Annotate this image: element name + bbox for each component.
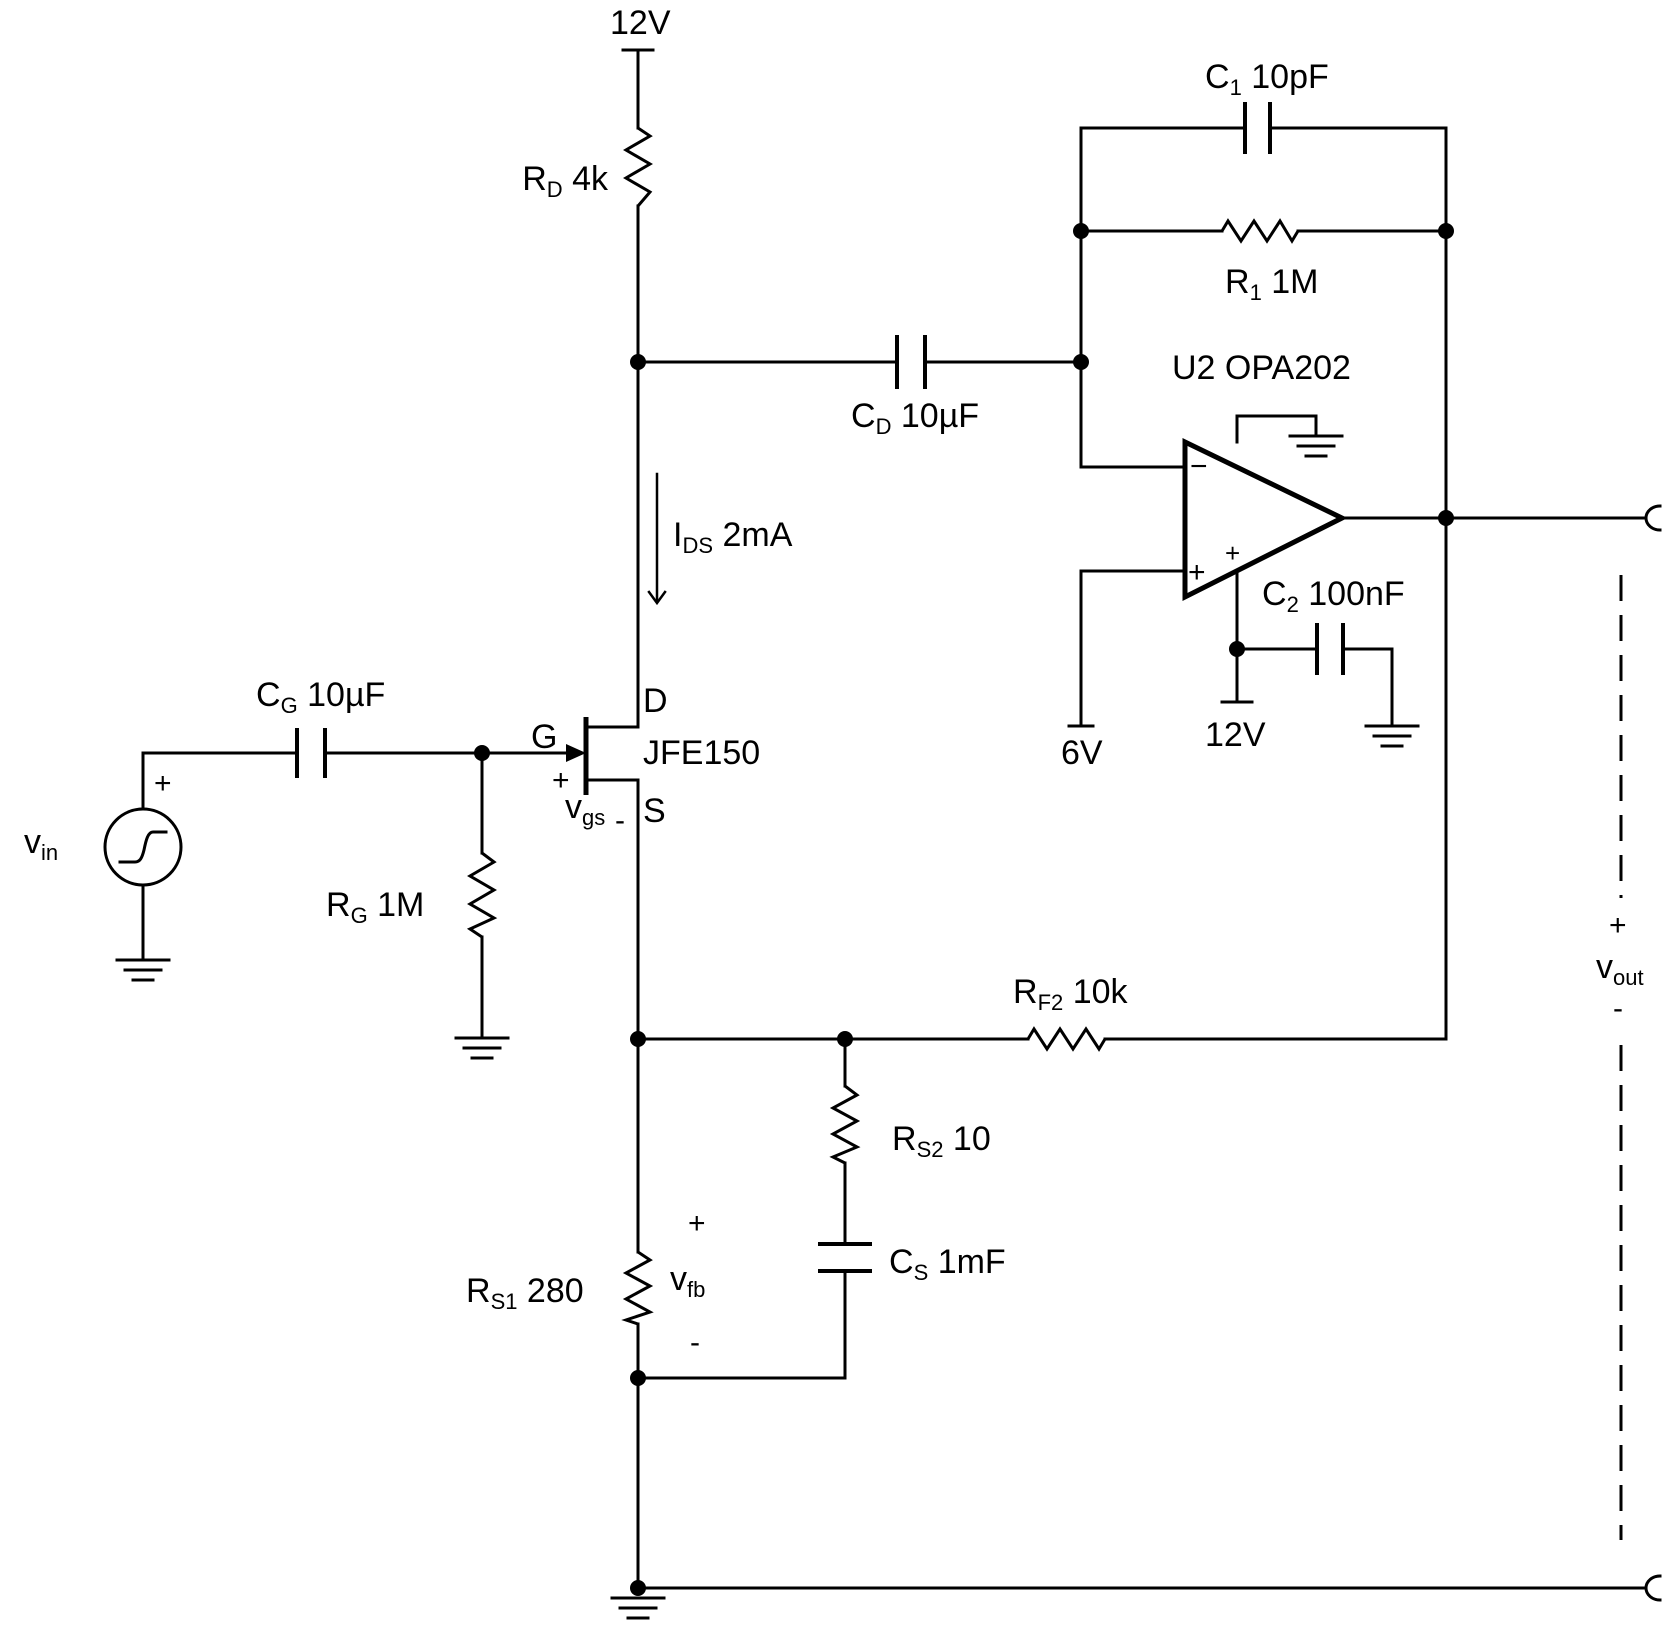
opamp-u2: − + + — [1182, 438, 1348, 602]
ground-symbol-rg — [454, 1036, 510, 1060]
opamp-minus-sign: − — [1190, 450, 1208, 483]
resistor-rd — [623, 126, 653, 207]
junction-c2 — [1229, 641, 1245, 657]
label-vout: vout — [1596, 948, 1644, 990]
junction-rs2 — [837, 1031, 853, 1047]
label-opamp-name: U2 OPA202 — [1172, 349, 1351, 387]
junction-dots — [474, 223, 1454, 1596]
wire-bias-6v — [1079, 569, 1187, 728]
wire-inv-input — [1079, 360, 1187, 469]
opamp-vplus-pin-sign: + — [1225, 538, 1240, 568]
label-cd: CD 10µF — [851, 397, 979, 439]
label-vout-plus: + — [1609, 909, 1627, 942]
resistor-rs2 — [829, 1084, 861, 1165]
label-c2: C2 100nF — [1262, 575, 1405, 617]
label-jfet-gate: G — [531, 718, 557, 756]
wire-drain-node-to-jfet — [588, 360, 640, 729]
label-vgs-plus: + — [552, 764, 570, 797]
label-jfet-source: S — [643, 792, 666, 830]
label-rf2: RF2 10k — [1013, 973, 1129, 1015]
current-arrow-ids — [647, 472, 667, 606]
output-terminal-bottom — [1644, 1574, 1662, 1602]
wires — [141, 48, 1647, 1592]
junction-inv-input — [1073, 354, 1089, 370]
resistor-rs1 — [621, 1250, 654, 1326]
wire-jfet-source — [588, 778, 640, 1254]
opamp-triangle — [1182, 438, 1348, 602]
label-rs2: RS2 10 — [892, 1120, 991, 1162]
junction-r1-left — [1073, 223, 1089, 239]
capacitor-cd — [895, 335, 927, 389]
label-vfb-minus: - — [690, 1326, 700, 1359]
jfet-gate-arrow — [566, 744, 586, 762]
wire-vminus-to-gnd — [1235, 414, 1318, 444]
junction-gate — [474, 745, 490, 761]
label-c1: C1 10pF — [1205, 58, 1329, 100]
label-cg: CG 10µF — [256, 676, 385, 718]
wire-vin-to-cg — [141, 751, 299, 814]
label-rg: RG 1M — [326, 886, 424, 928]
jfet-jfe150 — [566, 717, 589, 795]
label-vin-plus: + — [154, 767, 172, 800]
ground-symbol-opamp-vminus — [1288, 434, 1344, 458]
resistor-rf2 — [1026, 1026, 1107, 1052]
capacitor-c2 — [1315, 623, 1345, 675]
label-vgs: vgs — [565, 788, 605, 830]
label-vfb: vfb — [670, 1260, 705, 1302]
opamp-plus-sign: + — [1188, 556, 1206, 589]
wire-c1-to-output — [1268, 126, 1448, 520]
resistor-rg — [466, 851, 498, 939]
ground-symbol-c2 — [1364, 724, 1420, 748]
junction-source — [630, 1031, 646, 1047]
wire-c2-right — [1341, 647, 1394, 728]
junction-ground — [630, 1580, 646, 1596]
label-vfb-plus: + — [688, 1207, 706, 1240]
wire-output-to-rf2 — [1103, 516, 1448, 1041]
ground-symbol-bottom — [610, 1596, 666, 1620]
capacitor-cs — [818, 1242, 872, 1273]
label-cs: CS 1mF — [889, 1243, 1006, 1285]
output-terminal-top — [1644, 504, 1662, 532]
ground-symbol-vin — [115, 958, 171, 982]
capacitor-c1 — [1243, 102, 1272, 154]
wire-inv-node-to-c1 — [1079, 126, 1247, 364]
label-12v-opamp: 12V — [1205, 716, 1266, 754]
capacitor-cg — [295, 728, 327, 778]
label-vin: vin — [24, 823, 58, 865]
label-ids: IDS 2mA — [673, 516, 793, 558]
junction-r1-right — [1438, 223, 1454, 239]
supply-label-12v-top: 12V — [610, 4, 671, 42]
label-vgs-minus: - — [615, 804, 625, 837]
label-jfet-name: JFE150 — [643, 734, 760, 772]
wire-cs-to-bottom — [636, 1269, 847, 1380]
label-rs1: RS1 280 — [466, 1272, 584, 1314]
signal-source-vin — [103, 807, 183, 887]
label-r1: R1 1M — [1225, 263, 1319, 305]
label-jfet-drain: D — [643, 682, 668, 720]
resistor-r1 — [1220, 218, 1300, 244]
label-vout-minus: - — [1613, 992, 1623, 1025]
label-rd: RD 4k — [522, 160, 609, 202]
junction-output — [1438, 510, 1454, 526]
label-6v: 6V — [1061, 734, 1103, 772]
step-icon — [118, 830, 168, 864]
junction-drain — [630, 354, 646, 370]
junction-rs1-bottom — [630, 1370, 646, 1386]
